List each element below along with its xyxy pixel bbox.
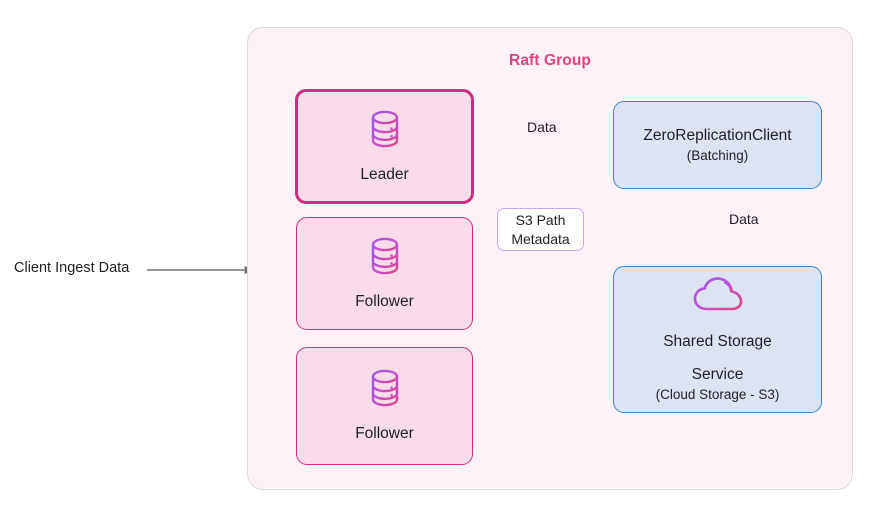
- node-follower-1[interactable]: Follower: [296, 217, 473, 330]
- service-storage-title-line-1: Shared Storage: [663, 332, 772, 350]
- node-leader[interactable]: Leader: [295, 89, 474, 204]
- node-follower-2-label: Follower: [355, 425, 414, 442]
- cloud-icon: [692, 276, 744, 319]
- database-icon: [370, 237, 400, 280]
- edge-label-s3-path-metadata: S3 Path Metadata: [497, 208, 584, 251]
- service-storage-title-line-2: Service: [691, 365, 744, 383]
- metadata-label-line-2: Metadata: [511, 230, 570, 247]
- service-zrc-subtitle: (Batching): [686, 148, 749, 163]
- node-follower-2[interactable]: Follower: [296, 347, 473, 465]
- raft-group-title: Raft Group: [509, 52, 591, 69]
- service-storage-subtitle: (Cloud Storage - S3): [655, 386, 780, 402]
- edge-label-data-zrc-to-storage: Data: [729, 211, 759, 227]
- service-zero-replication-client[interactable]: ZeroReplicationClient (Batching): [613, 101, 822, 189]
- database-icon: [370, 110, 400, 153]
- edge-label-client-ingest: Client Ingest Data: [14, 260, 130, 276]
- edge-label-data-leader-to-zrc: Data: [527, 119, 557, 135]
- database-icon: [370, 369, 400, 412]
- service-zrc-title: ZeroReplicationClient: [643, 127, 792, 144]
- node-leader-label: Leader: [360, 165, 409, 183]
- service-shared-storage[interactable]: Shared Storage Service (Cloud Storage - …: [613, 266, 822, 413]
- node-follower-1-label: Follower: [355, 292, 414, 310]
- metadata-label-line-1: S3 Path: [515, 211, 566, 228]
